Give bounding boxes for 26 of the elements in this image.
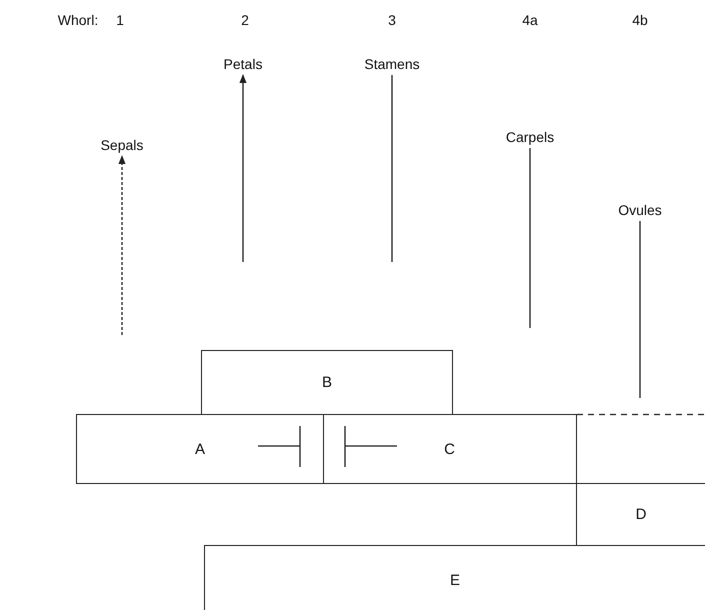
gene-label: C	[444, 440, 455, 458]
gene-region-box	[576, 483, 705, 545]
organ-label: Petals	[224, 56, 262, 72]
row-heading: Whorl:	[58, 12, 98, 28]
whorl-number: 1	[116, 12, 124, 28]
arrow	[239, 74, 247, 262]
connector-line	[529, 148, 531, 328]
connector-line	[391, 75, 393, 262]
connector-line	[639, 221, 641, 398]
whorl-number: 4b	[632, 12, 648, 28]
whorl-number: 4a	[522, 12, 538, 28]
whorl-number: 3	[388, 12, 396, 28]
gene-label: A	[194, 440, 205, 458]
gene-region-box	[323, 414, 577, 484]
gene-label: B	[322, 374, 332, 391]
organ-label: Sepals	[100, 137, 144, 153]
gene-region-box	[76, 414, 324, 484]
organ-label: Stamens	[364, 56, 420, 72]
gene-label: E	[450, 572, 460, 589]
whorl-number: 2	[241, 12, 249, 28]
organ-label: Carpels	[506, 129, 554, 145]
arrow	[118, 155, 126, 335]
gene-label: D	[636, 506, 646, 523]
gene-region-box	[204, 545, 705, 610]
gene-region-box	[201, 350, 453, 414]
organ-label: Ovules	[618, 202, 662, 218]
